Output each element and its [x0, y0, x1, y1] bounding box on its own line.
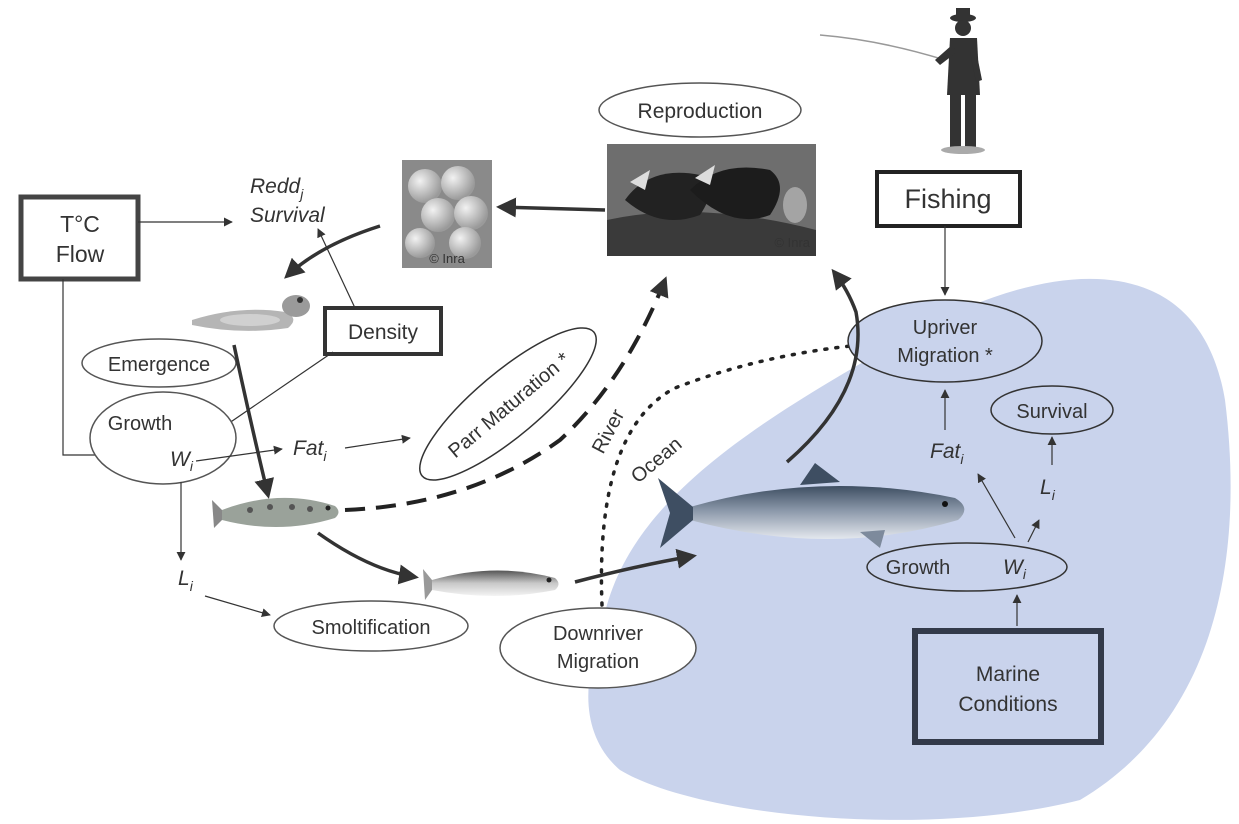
- marine-conditions-label-1: Marine: [976, 663, 1040, 686]
- fishing-box: [875, 170, 1022, 228]
- marine-conditions-box: [912, 628, 1104, 745]
- temperature-label: T°C: [60, 211, 100, 237]
- smolt-fish-icon: [423, 569, 559, 600]
- river-weight-label: Wi: [170, 448, 194, 474]
- redd-label: Reddj: [250, 175, 304, 202]
- marine-growth-node: [866, 542, 1068, 592]
- density-label: Density: [348, 321, 419, 344]
- marine-survival-node: [990, 385, 1114, 435]
- marine-length-label: Li: [1040, 476, 1056, 503]
- emergence-label: Emergence: [108, 354, 210, 376]
- downriver-label-2: Migration: [557, 651, 639, 673]
- marine-weight-label: Wi: [1003, 556, 1027, 582]
- river-length-label: Li: [178, 567, 194, 594]
- marine-survival-label: Survival: [1016, 401, 1087, 423]
- alevin-icon: [192, 295, 310, 331]
- river-fat-label: Fati: [293, 437, 327, 464]
- river-ocean-boundary: [599, 343, 862, 607]
- density-box: [323, 306, 443, 356]
- river-growth-node: [89, 391, 237, 485]
- downriver-migration-node: [499, 607, 697, 689]
- marine-growth-label: Growth: [886, 557, 950, 579]
- photo-credit-spawning: © Inra: [774, 235, 810, 250]
- flow-label: Flow: [56, 241, 105, 267]
- salmon-eggs-photo: [402, 160, 492, 268]
- fisherman-silhouette-icon: [819, 8, 985, 154]
- emergence-node: [81, 338, 237, 388]
- adult-salmon-icon: [658, 463, 965, 548]
- spawning-salmon-photo: [607, 144, 816, 256]
- parr-maturation-node: [419, 327, 597, 481]
- temperature-flow-box: [18, 194, 141, 282]
- photo-credit-eggs: © Inra: [429, 251, 465, 266]
- smoltification-node: [273, 600, 469, 652]
- parr-fish-icon: [212, 497, 339, 528]
- river-label: River: [588, 406, 629, 458]
- fishing-label: Fishing: [904, 184, 991, 214]
- redd-survival-label: Survival: [250, 204, 326, 227]
- marine-fat-label: Fati: [930, 440, 964, 467]
- marine-conditions-label-2: Conditions: [958, 693, 1057, 716]
- river-growth-label: Growth: [108, 413, 172, 435]
- upriver-migration-node: [847, 299, 1043, 383]
- reproduction-label: Reproduction: [638, 100, 763, 123]
- downriver-label-1: Downriver: [553, 623, 643, 645]
- smoltification-label: Smoltification: [312, 617, 431, 639]
- reproduction-node: [598, 82, 802, 138]
- upriver-label-2: Migration *: [897, 345, 993, 367]
- ocean-label: Ocean: [627, 433, 686, 488]
- upriver-label-1: Upriver: [913, 317, 978, 339]
